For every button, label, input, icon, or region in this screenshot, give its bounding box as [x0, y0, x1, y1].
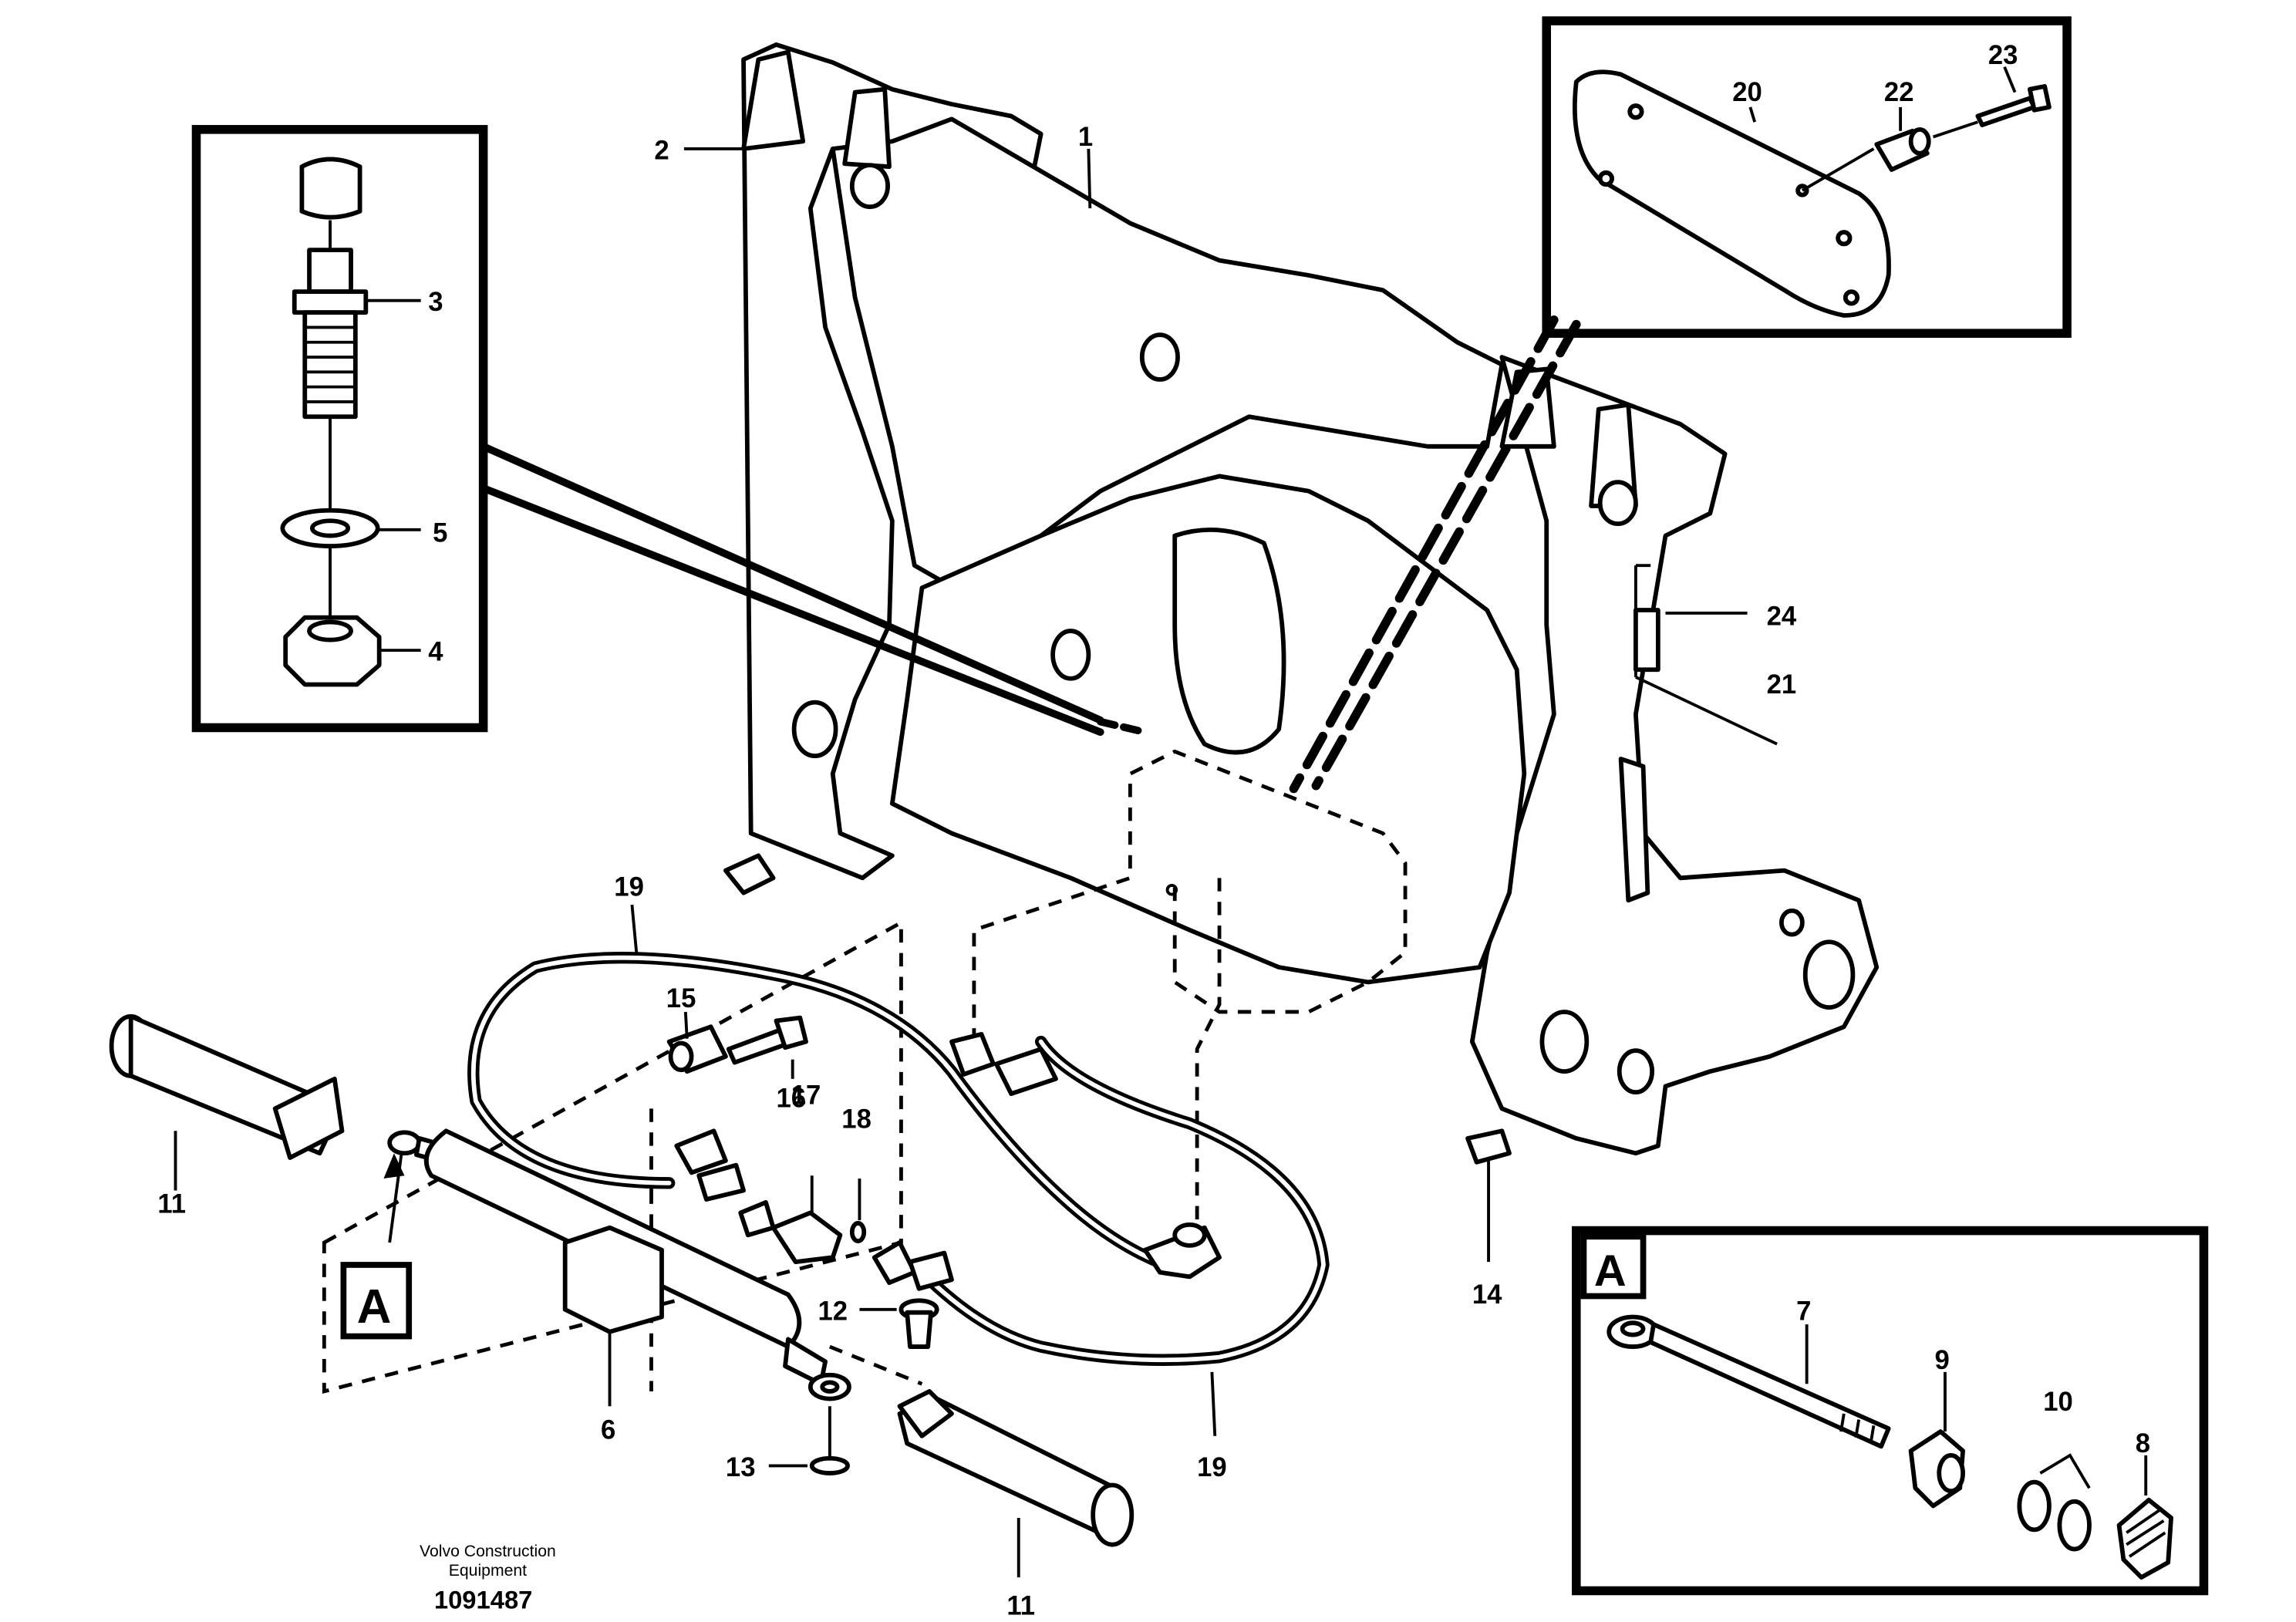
- callout-5: 5: [433, 518, 447, 548]
- pin-part-12: [899, 1298, 939, 1349]
- callout-13: 13: [726, 1453, 756, 1482]
- attachment-bracket-frame: [723, 42, 1880, 1165]
- elbow-fitting-part-17: [738, 1200, 843, 1264]
- callout-3: 3: [428, 288, 443, 317]
- callout-6: 6: [601, 1416, 615, 1445]
- nut-part-4: [283, 615, 382, 687]
- callout-2: 2: [654, 136, 669, 165]
- callout-9: 9: [1934, 1346, 1949, 1375]
- callout-17: 17: [791, 1081, 821, 1111]
- pin-part-11-upper: [109, 1013, 345, 1160]
- callout-11-lower: 11: [1006, 1591, 1035, 1620]
- washer-part-5: [280, 508, 380, 548]
- o-ring-part-18: [849, 1221, 867, 1243]
- hydraulic-hose-part-19: [467, 951, 1330, 1366]
- cover-plate-part-20: [1573, 69, 1891, 318]
- callout-4: 4: [428, 638, 443, 667]
- detail-box-cover-plate: [1289, 16, 2072, 794]
- rod-end-part-7: [1607, 1314, 1891, 1449]
- screw-cap-part: [299, 157, 362, 220]
- callout-19-lower: 19: [1197, 1453, 1227, 1482]
- callout-15: 15: [666, 984, 696, 1013]
- callout-22: 22: [1884, 78, 1914, 107]
- callout-23: 23: [1988, 41, 2018, 70]
- detail-a-inset-label: A: [1594, 1246, 1627, 1296]
- callout-24: 24: [1767, 602, 1797, 631]
- hose-fittings: [674, 1032, 1222, 1291]
- nipple-part-9: [1908, 1429, 1965, 1509]
- footer-brand-line2: Equipment: [449, 1562, 527, 1580]
- detail-box-a: [1572, 1226, 2209, 1596]
- callout-12: 12: [818, 1297, 848, 1326]
- callout-20: 20: [1732, 78, 1762, 107]
- footer: Volvo Construction Equipment 1091487: [420, 1543, 556, 1614]
- pin-part-11-lower: [897, 1389, 1135, 1547]
- cylinder-part-6: [387, 1128, 851, 1401]
- callout-1: 1: [1078, 123, 1093, 152]
- washer-part-13: [809, 1455, 850, 1475]
- callout-8: 8: [2136, 1429, 2150, 1458]
- bolt-part-23: [1975, 84, 2052, 127]
- callout-16: 16: [776, 1084, 806, 1113]
- callout-7: 7: [1796, 1297, 1811, 1326]
- bolt-part-16: [726, 1015, 808, 1065]
- callout-14: 14: [1472, 1280, 1502, 1310]
- drawing-number: 1091487: [434, 1586, 533, 1614]
- detail-box-adjust-screw: [191, 125, 1149, 737]
- seal-rings-part-10: [2017, 1479, 2092, 1552]
- detail-a-marker: [340, 1152, 413, 1340]
- callout-19-upper: 19: [614, 872, 644, 902]
- callout-21: 21: [1767, 670, 1797, 700]
- spacer-part-15: [666, 1024, 728, 1074]
- adjust-screw-part-3: [292, 248, 369, 420]
- callout-11-upper: 11: [157, 1189, 186, 1219]
- callout-labels: 1 2 3 5 4 20 22 23 24 21 19 15 16 17 18 …: [157, 41, 2150, 1620]
- cap-part-8: [2116, 1497, 2173, 1580]
- detail-a-marker-label: A: [357, 1280, 392, 1334]
- callout-10: 10: [2043, 1388, 2073, 1417]
- callout-18: 18: [841, 1104, 872, 1134]
- footer-brand-line1: Volvo Construction: [420, 1543, 556, 1560]
- leader-lines: [630, 147, 1778, 1436]
- spacer-part-22: [1874, 126, 1931, 172]
